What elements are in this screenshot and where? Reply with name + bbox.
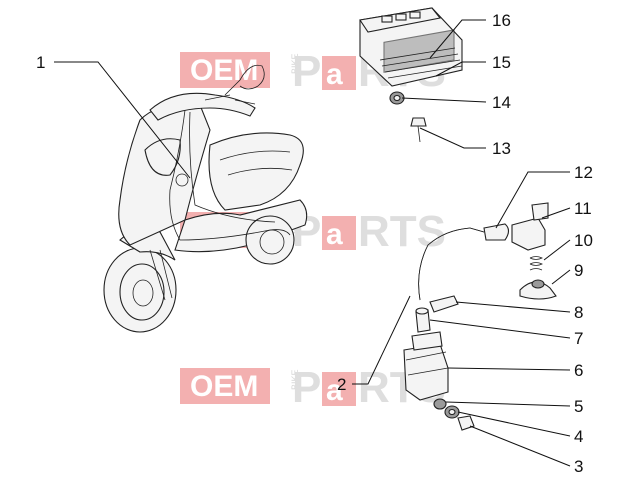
- callout-6: 6: [574, 361, 583, 380]
- callout-5: 5: [574, 397, 583, 416]
- callout-15: 15: [492, 53, 511, 72]
- svg-text:BIKE: BIKE: [290, 53, 300, 74]
- callout-4: 4: [574, 427, 583, 446]
- scooter-illustration: [103, 64, 308, 333]
- callout-8: 8: [574, 303, 583, 322]
- screw-13: [410, 117, 427, 143]
- callout-2: 2: [337, 375, 346, 394]
- svg-text:a: a: [326, 218, 343, 251]
- voltage-regulator: [359, 7, 463, 87]
- callout-9: 9: [574, 261, 583, 280]
- callout-1: 1: [36, 53, 45, 72]
- svg-text:P: P: [292, 363, 321, 412]
- ignition-coil-assembly: [403, 202, 557, 431]
- svg-text:RTS: RTS: [358, 207, 446, 256]
- svg-text:OEM: OEM: [190, 54, 258, 87]
- callout-numbers: 1 2 3 4 5 6 7 8 9 10 11 12 13 14 15 16: [36, 11, 593, 476]
- svg-text:P: P: [292, 47, 321, 96]
- washer-14: [389, 91, 405, 105]
- svg-text:a: a: [326, 58, 343, 91]
- callout-14: 14: [492, 93, 511, 112]
- callout-12: 12: [574, 163, 593, 182]
- callout-11: 11: [574, 199, 592, 218]
- svg-text:a: a: [326, 374, 343, 407]
- svg-text:OEM: OEM: [190, 370, 258, 403]
- callout-7: 7: [574, 329, 583, 348]
- leader-lines: [54, 19, 571, 467]
- svg-text:BIKE: BIKE: [290, 369, 300, 390]
- callout-10: 10: [574, 231, 593, 250]
- callout-13: 13: [492, 139, 511, 158]
- callout-3: 3: [574, 457, 583, 476]
- callout-16: 16: [492, 11, 511, 30]
